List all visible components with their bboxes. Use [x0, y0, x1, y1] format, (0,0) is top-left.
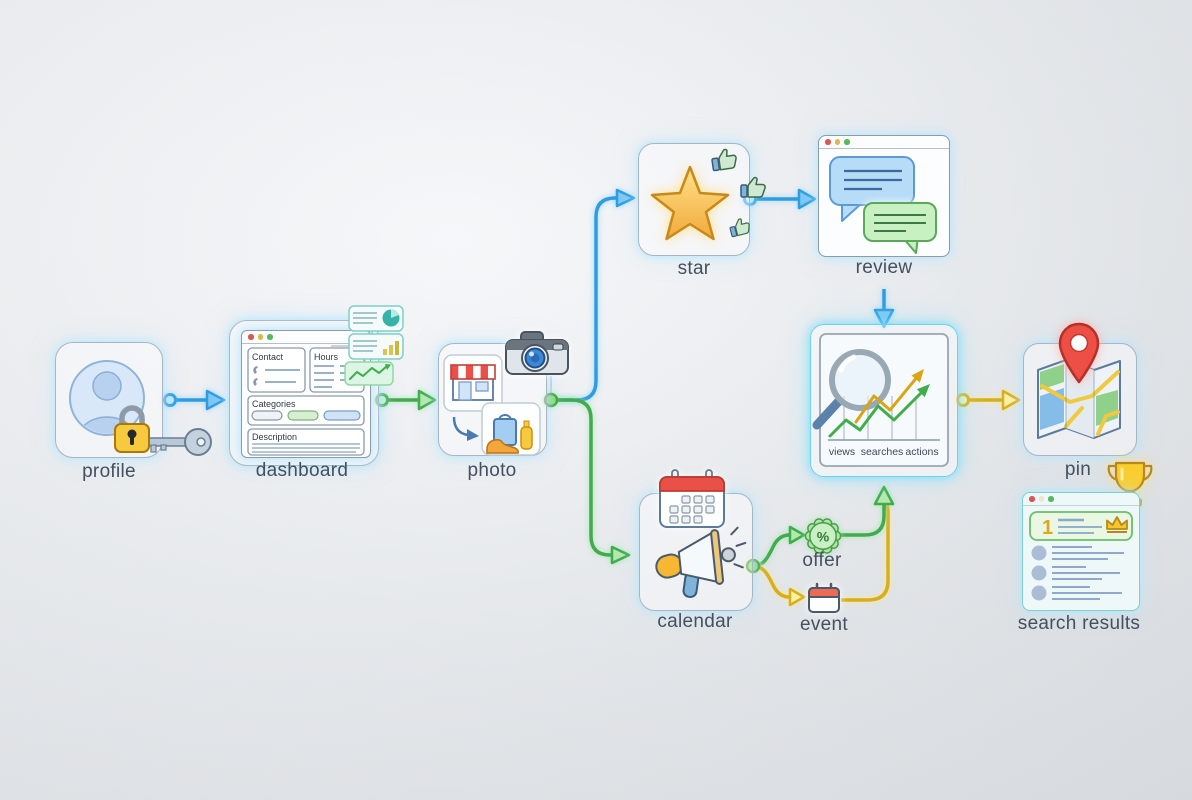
dashboard-label: dashboard	[255, 460, 349, 481]
categories-section: Categories	[247, 395, 365, 426]
svg-text:%: %	[817, 529, 830, 545]
traffic-dot-green	[1048, 496, 1054, 502]
top-result-row: 1	[1029, 511, 1133, 541]
key-icon	[146, 428, 212, 456]
crown-icon	[1106, 516, 1128, 533]
result-row	[1031, 545, 1124, 561]
result-row	[1031, 585, 1122, 601]
browser-header	[242, 331, 370, 344]
trend-line-icon	[344, 361, 394, 386]
svg-text:Categories: Categories	[252, 399, 296, 409]
traffic-dot-red	[825, 139, 831, 145]
star-content	[650, 147, 766, 241]
traffic-dot-red	[248, 334, 254, 340]
browser-header	[1023, 493, 1139, 506]
arrow-review-analytics	[873, 289, 895, 329]
star-icon	[650, 165, 730, 241]
thumbs-up-icon	[710, 147, 739, 172]
analytics-content: views searches actions	[812, 333, 949, 467]
dashboard-content: Contact Hours Categories Description	[247, 347, 365, 456]
pie-chart-icon	[348, 305, 404, 332]
review-label: review	[855, 257, 913, 278]
svg-text:Contact: Contact	[252, 352, 284, 362]
axis-label-searches: searches	[861, 446, 904, 458]
percent-badge-icon: %	[804, 518, 842, 554]
traffic-dot-green	[267, 334, 273, 340]
arrow-dashboard-photo	[375, 389, 437, 411]
pin-label: pin	[1064, 459, 1092, 480]
arrow-calendar-offer	[752, 525, 806, 568]
contact-section: Contact	[247, 347, 306, 393]
review-content	[829, 156, 937, 254]
megaphone-icon	[655, 526, 747, 599]
photo-content	[443, 354, 541, 456]
traffic-dot-green	[844, 139, 850, 145]
arrow-analytics-pin	[956, 389, 1021, 411]
map-icon	[1037, 359, 1121, 439]
dashboard-mini-cards	[331, 305, 404, 386]
phone-icon	[253, 378, 258, 386]
products-icons	[481, 402, 541, 456]
thumbs-up-icon	[727, 216, 752, 238]
phone-icon	[253, 366, 258, 374]
arrow-event-analytics	[841, 500, 890, 602]
calendar-icon	[659, 469, 725, 528]
bottle-icon	[520, 426, 533, 450]
svg-text:Hours: Hours	[314, 352, 339, 362]
location-pin-icon	[1058, 322, 1100, 384]
bar-chart-icon	[348, 333, 404, 360]
speech-bubble-blue-icon	[829, 156, 915, 222]
description-section: Description	[247, 428, 365, 456]
speech-bubble-green-icon	[863, 202, 937, 254]
search-results-label: search results	[1017, 613, 1141, 634]
arrow-profile-dashboard	[163, 389, 226, 411]
traffic-dot-yellow	[257, 334, 263, 340]
axis-label-views: views	[829, 446, 855, 458]
thumbs-up-icon	[740, 176, 766, 198]
star-label: star	[677, 258, 711, 279]
green-trend-arrow-icon	[828, 384, 930, 438]
search-results-content: 1	[1029, 511, 1133, 601]
sneaker-icon	[486, 439, 519, 454]
traffic-dot-red	[1029, 496, 1035, 502]
arrow-calendar-event	[745, 558, 806, 607]
traffic-dot-yellow	[834, 139, 840, 145]
magnifier-icon	[812, 349, 891, 430]
browser-header	[819, 136, 949, 149]
shopping-bag-icon	[498, 414, 512, 420]
arrow-offer-analytics	[837, 485, 895, 537]
photo-label: photo	[467, 460, 517, 481]
offer-label: offer	[802, 550, 842, 571]
axis-label-actions: actions	[905, 446, 938, 458]
user-avatar-icon	[69, 360, 212, 456]
traffic-dot-yellow	[1038, 496, 1044, 502]
yellow-trend-arrow-icon	[854, 369, 924, 424]
rank-badge: 1	[1042, 517, 1053, 539]
profile-label: profile	[82, 461, 136, 482]
svg-text:Description: Description	[252, 432, 297, 442]
storefront-icon	[443, 354, 503, 412]
arrow-photo-star	[551, 188, 636, 402]
arrow-photo-calendar	[543, 392, 631, 565]
calendar-label: calendar	[657, 611, 733, 632]
curved-arrow-icon	[452, 416, 479, 441]
result-row	[1031, 565, 1120, 581]
camera-icon	[505, 331, 569, 375]
lock-icon	[114, 405, 150, 453]
event-label: event	[800, 614, 848, 635]
mini-calendar-icon	[808, 582, 840, 613]
